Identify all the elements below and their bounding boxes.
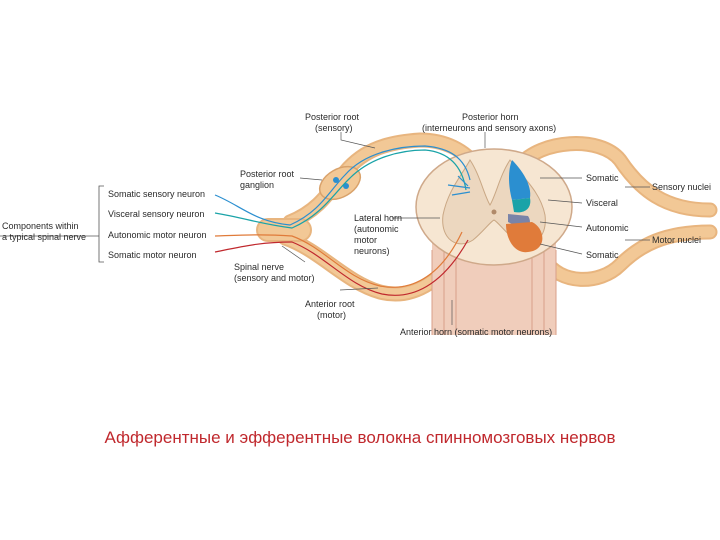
label-posterior-root: Posterior root <box>305 112 360 122</box>
label-motor-nuclei: Motor nuclei <box>652 235 701 245</box>
label-spinal-nerve-sub: (sensory and motor) <box>234 273 315 283</box>
label-posterior-horn: Posterior horn <box>462 112 519 122</box>
label-somatic-right-2: Somatic <box>586 250 619 260</box>
label-somatic-sensory: Somatic sensory neuron <box>108 189 205 199</box>
central-canal <box>492 210 497 215</box>
label-spinal-nerve: Spinal nerve <box>234 262 284 272</box>
label-anterior-root: Anterior root <box>305 299 355 309</box>
spinal-cord <box>416 149 572 335</box>
label-autonomic-right: Autonomic <box>586 223 629 233</box>
label-lateral-horn: Lateral horn <box>354 213 402 223</box>
label-visceral-sensory: Visceral sensory neuron <box>108 209 204 219</box>
label-somatic-right: Somatic <box>586 173 619 183</box>
label-ganglion-sub: ganglion <box>240 180 274 190</box>
label-sensory-nuclei: Sensory nuclei <box>652 182 711 192</box>
label-anterior-horn: Anterior horn (somatic motor neurons) <box>400 327 552 337</box>
label-visceral-right: Visceral <box>586 198 618 208</box>
label-somatic-motor: Somatic motor neuron <box>108 250 197 260</box>
slide-caption: Афферентные и эфферентные волокна спинно… <box>0 428 720 448</box>
label-lateral-horn-3: motor <box>354 235 377 245</box>
label-lateral-horn-4: neurons) <box>354 246 390 256</box>
label-autonomic-motor: Autonomic motor neuron <box>108 230 207 240</box>
label-components: Components within <box>2 221 79 231</box>
label-ganglion: Posterior root <box>240 169 295 179</box>
label-posterior-root-sub: (sensory) <box>315 123 353 133</box>
spinal-nerve-diagram: Posterior root (sensory) Posterior horn … <box>0 0 720 400</box>
label-components-sub: a typical spinal nerve <box>2 232 86 242</box>
label-posterior-horn-sub: (interneurons and sensory axons) <box>422 123 556 133</box>
label-lateral-horn-2: (autonomic <box>354 224 399 234</box>
label-anterior-root-sub: (motor) <box>317 310 346 320</box>
